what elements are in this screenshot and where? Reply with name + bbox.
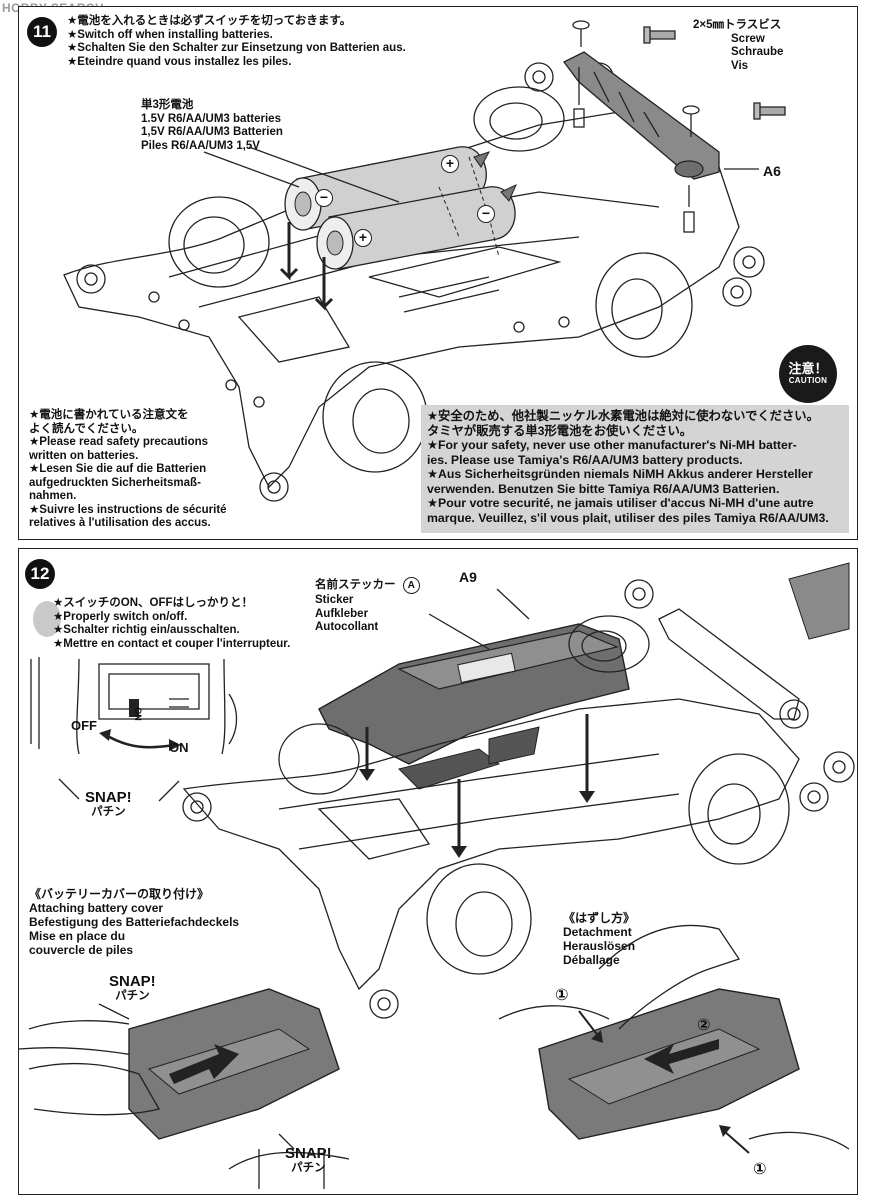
step-11-instructions: ★電池を入れるときは必ずスイッチを切っておきます。 ★Switch off wh… (67, 15, 406, 68)
battery-label: 単3形電池 1.5V R6/AA/UM3 batteries 1,5V R6/A… (141, 99, 283, 152)
step-12-instructions: ★スイッチのON、OFFはしっかりと！ ★Properly switch on/… (53, 597, 291, 650)
chassis-illustration-step11 (63, 20, 786, 502)
step-11-number: 11 (27, 17, 57, 47)
snap-label-bottom: SNAP! パチン (285, 1145, 332, 1174)
read-precautions-text: ★電池に書かれている注意文を よく読んでください。 ★Please read s… (29, 409, 227, 529)
step-12-number: 12 (25, 559, 55, 589)
marker-2: ② (697, 1017, 711, 1034)
off-label: OFF (71, 718, 97, 733)
battery-minus-mark-1: − (315, 189, 333, 207)
battery-plus-mark-2: + (354, 229, 372, 247)
battery-minus-mark-2: − (477, 205, 495, 223)
marker-1-top: ① (555, 987, 569, 1004)
caution-text-box: ★安全のため、他社製ニッケル水素電池は絶対に使わないでください。 タミヤが販売す… (421, 405, 849, 533)
on-label: ON (169, 740, 189, 755)
switch-inset-illustration (18, 562, 855, 1189)
sticker-label: 名前ステッカー A Sticker Aufkleber Autocollant (315, 577, 420, 635)
screw-label: 2×5㎜トラスビス Screw Schraube Vis (693, 19, 784, 72)
sticker-ref-marker: A (402, 577, 420, 594)
instruction-highlight (33, 601, 61, 637)
attaching-cover-label: 《バッテリーカバーの取り付け》 Attaching battery cover … (29, 887, 240, 957)
switch-on-marking: ON (132, 707, 143, 721)
part-label-a6: A6 (763, 163, 781, 179)
detachment-label: 《はずし方》 Detachment Herauslösen Déballage (563, 911, 636, 967)
snap-label-mid: SNAP! パチン (109, 973, 156, 1002)
caution-badge: 注意！ CAUTION (779, 345, 837, 403)
step-12-panel: 12 ★スイッチのON、OFFはしっかりと！ ★Properly switch … (18, 548, 858, 1195)
step-11-panel: 11 ★電池を入れるときは必ずスイッチを切っておきます。 ★Switch off… (18, 6, 858, 540)
battery-plus-mark-1: + (441, 155, 459, 173)
snap-label-top: SNAP! パチン (85, 789, 132, 818)
part-label-a9: A9 (459, 569, 477, 585)
marker-1-bottom: ① (753, 1161, 767, 1178)
